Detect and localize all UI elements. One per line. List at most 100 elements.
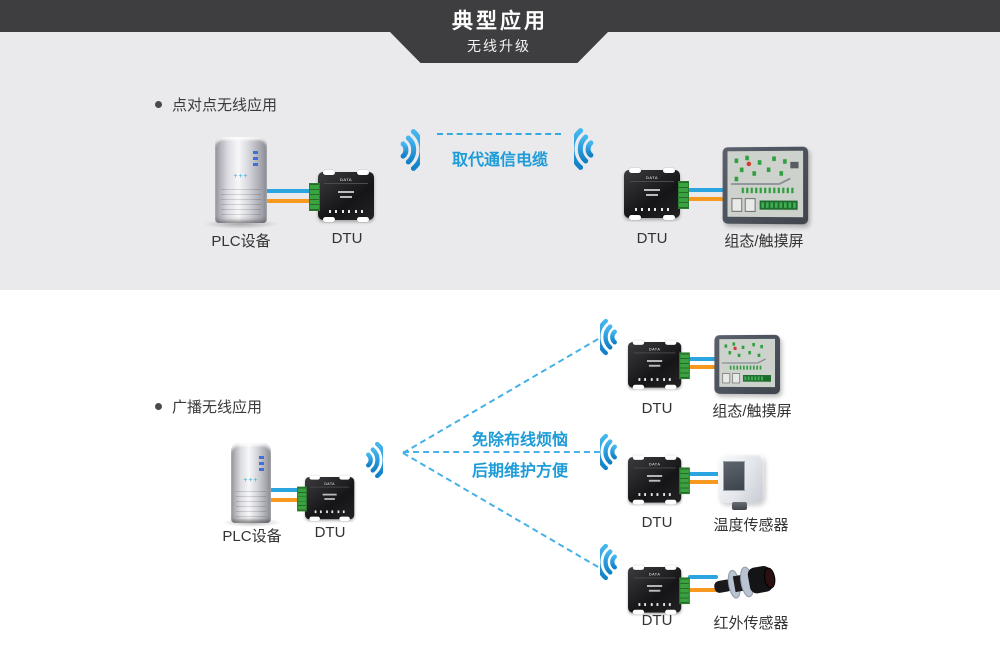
dtu-body: DATA TRANSCEIVER [628,455,690,505]
receiver-device-label: 温度传感器 [713,517,789,534]
dtu-pins [329,210,363,213]
dtu-marking [338,191,354,193]
cable-orange [688,197,726,201]
plc-server-icon: +++ [215,137,267,223]
mount-foot [309,475,320,480]
dtu-device-icon: DATA TRANSCEIVER [628,455,690,505]
terminal-block-icon [679,577,690,605]
dtu-label: DTU [331,230,363,247]
dtu-pins [638,378,671,381]
dtu-body: DATA TRANSCEIVER [309,170,374,222]
plc-shadow [222,518,282,527]
dtu-marking [648,364,661,367]
section2-title-text: 广播无线应用 [172,399,263,416]
mount-foot [665,609,677,615]
antenna-icon [631,300,638,346]
wifi-signal-icon [596,432,621,477]
infrared-sensor-icon [712,556,782,608]
dtu-marking [647,475,663,477]
mount-foot [632,340,645,345]
hmi-label: 组态/触摸屏 [724,233,804,250]
mount-foot [357,217,369,222]
dtu-band-text: DATA TRANSCEIVER [310,481,349,488]
mount-foot [665,565,677,570]
cable-orange [688,588,718,592]
antenna-icon [627,126,634,174]
benefit-bottom-label: 后期维护方便 [471,463,568,480]
bullet-icon [155,101,162,108]
wireless-link-label: 取代通信电缆 [451,152,548,169]
dtu-pins [638,493,671,496]
mount-foot [629,168,641,173]
dtu-label: DTU [641,400,673,417]
dtu-body: DATA TRANSCEIVER [624,168,689,220]
dtu-body: DATA TRANSCEIVER [628,340,690,390]
dtu-device-icon: DATA TRANSCEIVER [309,170,374,222]
cable-blue [688,472,722,476]
wifi-signal-icon [362,440,387,485]
dtu-marking [324,498,335,500]
dtu-marking [647,585,663,587]
mount-foot [309,516,320,521]
mount-foot [357,170,369,175]
dtu-label: DTU [641,612,673,629]
terminal-block-icon [309,183,320,211]
hmi-screen [727,150,804,218]
plc-label: PLC设备 [222,528,282,545]
dtu-marking [644,189,660,191]
dtu-device-icon: DATA TRANSCEIVER [628,565,690,615]
cable-orange [688,480,722,484]
mount-foot [663,168,675,173]
mount-foot [629,215,641,220]
cable-blue [688,575,718,579]
dtu-body: DATA TRANSCEIVER [628,565,690,615]
terminal-block-icon [678,181,689,209]
mount-foot [632,499,645,505]
section1-title: 点对点无线应用 [155,94,277,115]
antenna-icon [631,415,638,461]
wifi-signal-icon [569,126,598,177]
mount-foot [632,384,645,390]
dtu-label: DTU [314,524,346,541]
cable-orange [266,498,302,502]
mount-foot [665,499,677,505]
page-title: 典型应用 [452,10,548,33]
wifi-signal-icon [596,317,621,362]
terminal-block-icon [297,486,307,512]
cable-orange [688,365,718,369]
dtu-band-text: DATA TRANSCEIVER [630,175,674,182]
plc-vent-grooves [221,188,261,217]
dtu-device-icon: DATA TRANSCEIVER [297,475,355,521]
dtu-marking [648,589,661,592]
dtu-band-text: DATA TRANSCEIVER [633,572,676,579]
sensor-front-panel [723,461,745,491]
section1-title-text: 点对点无线应用 [172,97,278,114]
header-subtitle-ribbon: 无线升级 [390,32,608,63]
hmi-screen [719,338,776,388]
wifi-signal-icon [396,127,425,178]
receiver-device-label: 红外传感器 [713,615,789,632]
terminal-block-icon [679,467,690,495]
plc-shadow [203,219,279,229]
dtu-device-icon: DATA TRANSCEIVER [628,340,690,390]
cable-orange [262,199,320,203]
terminal-block-icon [679,352,690,380]
mount-foot [632,455,645,460]
temperature-sensor-icon [718,453,764,510]
hmi-touchscreen-icon [722,146,809,225]
dtu-marking [647,360,663,362]
header-banner [0,0,1000,32]
plc-label: PLC设备 [211,233,271,250]
dtu-marking [646,194,658,196]
cable-blue [688,188,726,192]
antenna-icon [364,128,371,176]
mount-foot [339,475,350,480]
antenna-icon [631,525,638,571]
broadcast-link-middle [403,451,600,453]
bullet-icon [155,403,162,410]
dtu-pins [314,510,345,514]
mount-foot [665,340,677,345]
mount-foot [323,217,335,222]
dtu-marking [340,196,352,198]
